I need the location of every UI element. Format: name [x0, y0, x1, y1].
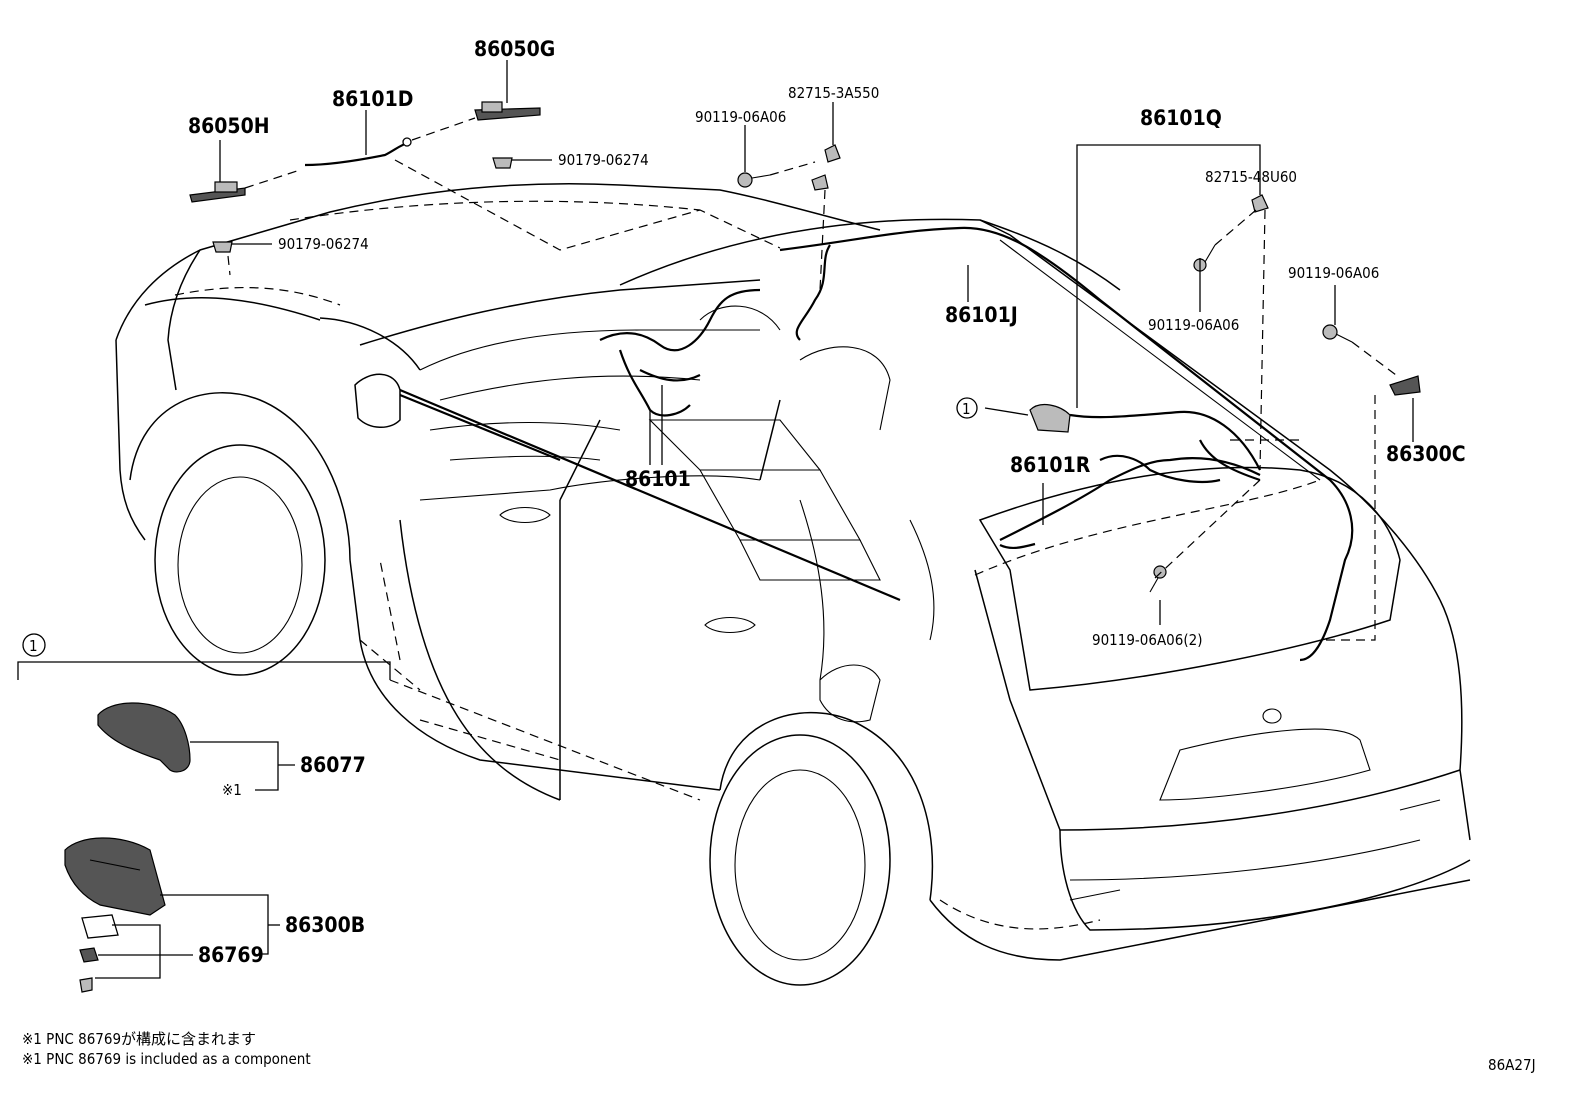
- leader-lines: [95, 60, 1414, 979]
- label-86077: 86077: [300, 753, 366, 777]
- parts: [189, 101, 1421, 593]
- footnote-english: ※1 PNC 86769 is included as a component: [22, 1050, 311, 1068]
- antenna-86077: [97, 702, 191, 773]
- bolt-90119-right: [1193, 244, 1216, 272]
- label-86050G: 86050G: [474, 37, 555, 61]
- label-90179-06274-b: 90179-06274: [278, 235, 369, 253]
- vehicle-outline: [115, 182, 1471, 986]
- bolt-90119-lower: [1149, 565, 1167, 593]
- clamp-82715-48U60: [1251, 194, 1269, 213]
- label-86050H: 86050H: [188, 114, 270, 138]
- callouts: 1 1: [22, 397, 978, 657]
- gasket-86769: [81, 914, 119, 939]
- screw-86769: [79, 977, 93, 993]
- label-86101: 86101: [625, 467, 691, 491]
- label-82715-3A550: 82715-3A550: [788, 84, 879, 102]
- footnote-japanese: ※1 PNC 86769が構成に含まれます: [22, 1030, 256, 1048]
- label-86300C: 86300C: [1386, 442, 1466, 466]
- figure-code: 86A27J: [1488, 1056, 1536, 1074]
- label-90119-06A06-a: 90119-06A06: [695, 108, 786, 126]
- callout-circle-main: [956, 397, 978, 419]
- label-86769: 86769: [198, 943, 264, 967]
- label-86300B: 86300B: [285, 913, 365, 937]
- callout-number-inset: 1: [29, 637, 38, 655]
- label-90119-06A06-b: 90119-06A06: [1288, 264, 1379, 282]
- part-labels: 86050G 86101D 86050H 90179-06274 90179-0…: [188, 37, 1466, 967]
- label-86101D: 86101D: [332, 87, 413, 111]
- bracket-86300C: [1389, 375, 1421, 396]
- callout-circle-inset: [22, 633, 46, 657]
- ref-mark-1: ※1: [222, 781, 242, 799]
- label-86101J: 86101J: [945, 303, 1018, 327]
- module-86300B: [64, 837, 166, 916]
- callout-number-main: 1: [962, 400, 971, 418]
- label-90179-06274-a: 90179-06274: [558, 151, 649, 169]
- label-90119-06A06-2: 90119-06A06(2): [1092, 631, 1202, 649]
- label-90119-06A06-c: 90119-06A06: [1148, 316, 1239, 334]
- bolt-90119-far-right: [1322, 324, 1353, 343]
- wire-harnesses: [399, 226, 1354, 662]
- inset-detail: [17, 661, 701, 993]
- nut-86769: [79, 947, 99, 963]
- reference-lines: [227, 117, 1401, 641]
- clamp-82715-3A550: [824, 144, 841, 163]
- antenna-on-roof: [1029, 403, 1071, 433]
- clip-90179-a: [492, 157, 513, 169]
- bolt-90119-top: [737, 172, 771, 188]
- label-82715-48U60: 82715-48U60: [1205, 168, 1297, 186]
- label-86101Q: 86101Q: [1140, 106, 1222, 130]
- clip-90179-b: [212, 241, 233, 253]
- label-86101R: 86101R: [1010, 453, 1091, 477]
- footnotes: ※1 PNC 86769が構成に含まれます ※1 PNC 86769 is in…: [22, 1030, 1536, 1074]
- cable-86101D: [304, 140, 411, 167]
